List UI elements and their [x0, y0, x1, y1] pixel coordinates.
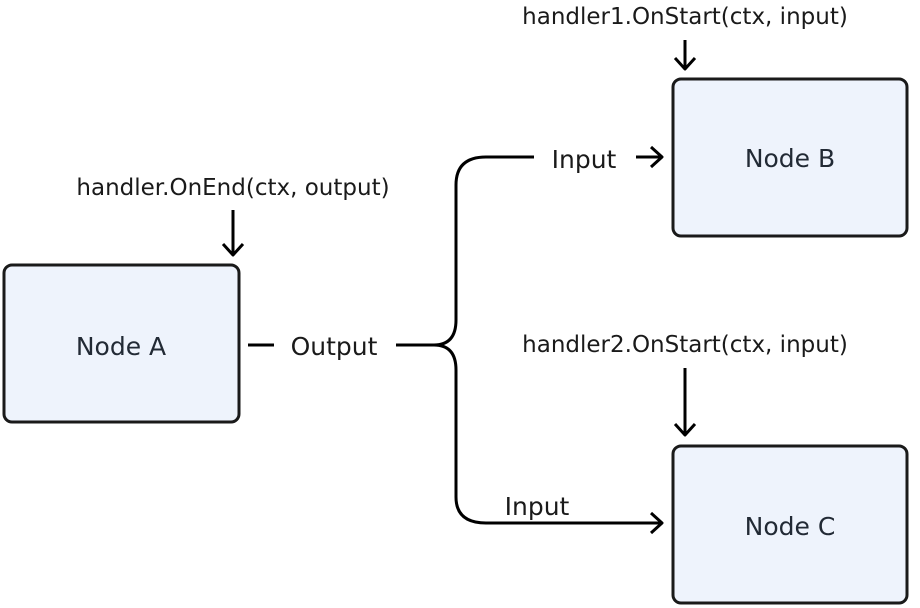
on-start-b-callback-label: handler1.OnStart(ctx, input) [522, 4, 848, 30]
on-end-arrow-head [221, 242, 245, 257]
node-b-box [671, 77, 909, 238]
output-label: Output [291, 332, 378, 361]
node-c-box [671, 444, 909, 605]
branch-brace-lower [433, 343, 662, 525]
node-a-label: Node A [76, 332, 166, 361]
node-c-label: Node C [745, 512, 836, 541]
input-c-label: Input [505, 492, 570, 521]
on-start-b-arrow-head [673, 56, 697, 71]
on-end-callback-label: handler.OnEnd(ctx, output) [76, 175, 389, 201]
node-b: Node B [671, 77, 909, 238]
input-b-arrow-head [649, 145, 664, 169]
node-b-label: Node B [745, 144, 835, 173]
branch-brace-upper [433, 155, 534, 347]
input-c-arrow-head [649, 511, 664, 535]
node-a-box [2, 263, 241, 424]
input-b-label: Input [552, 145, 617, 174]
on-start-c-callback-label: handler2.OnStart(ctx, input) [522, 332, 848, 358]
on-start-c-arrow-head [673, 422, 697, 437]
node-a: Node A [2, 263, 241, 424]
node-c: Node C [671, 444, 909, 605]
